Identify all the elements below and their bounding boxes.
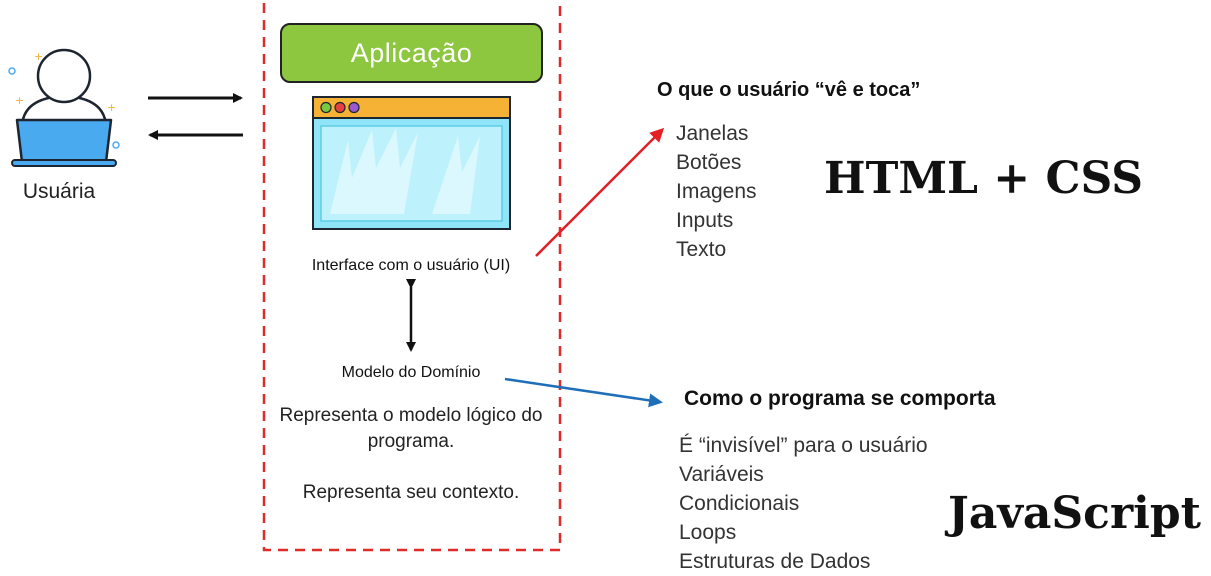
svg-text:+: +	[15, 94, 24, 107]
svg-text:+: +	[34, 50, 43, 63]
list-item: Estruturas de Dados	[679, 550, 871, 573]
arrow-to-behavior-section	[504, 377, 663, 408]
arrow-to-ui-section	[535, 127, 665, 257]
domain-description-context: Representa seu contexto.	[302, 482, 520, 503]
ui-section-list: Janelas Botões Imagens Inputs Texto	[676, 119, 757, 264]
behavior-section-list: É “invisível” para o usuário Variáveis C…	[679, 431, 928, 576]
list-item: Variáveis	[679, 463, 764, 486]
technology-javascript: JavaScript	[948, 488, 1201, 539]
ui-section-heading: O que o usuário “vê e toca”	[657, 79, 921, 101]
list-item: Condicionais	[679, 492, 800, 515]
browser-window-icon	[312, 96, 511, 230]
list-item: Imagens	[676, 180, 757, 203]
list-item: Botões	[676, 151, 742, 174]
list-item: Texto	[676, 238, 727, 261]
svg-text:+: +	[107, 101, 116, 114]
application-title: Aplicação	[350, 37, 473, 68]
user-label: Usuária	[22, 180, 96, 203]
list-item: É “invisível” para o usuário	[679, 434, 928, 457]
user-laptop-icon: + + +	[8, 48, 120, 167]
behavior-section-heading: Como o programa se comporta	[684, 387, 996, 410]
application-box: Aplicação	[280, 23, 543, 83]
list-item: Loops	[679, 521, 737, 544]
list-item: Janelas	[676, 122, 749, 145]
ui-label: Interface com o usuário (UI)	[311, 257, 511, 274]
domain-description-logic: Representa o modelo lógico do programa.	[279, 405, 543, 452]
list-item: Inputs	[676, 209, 734, 232]
domain-model-label: Modelo do Domínio	[341, 364, 481, 381]
technology-html-css: HTML + CSS	[824, 153, 1144, 204]
